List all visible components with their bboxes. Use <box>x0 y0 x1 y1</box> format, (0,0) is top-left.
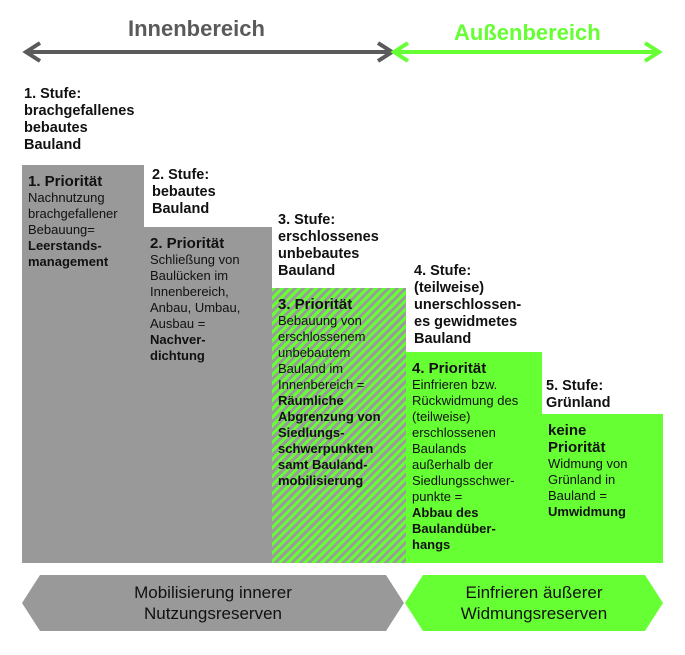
priority-4-block: 4. Priorität Einfrieren bzw. Rückwidmung… <box>406 352 542 563</box>
inner-area-label: Innenbereich <box>128 16 265 41</box>
priority-2-block: 2. Priorität Schließung von Baulücken im… <box>144 227 272 563</box>
priority-3-block: 3. Priorität Bebauung von erschlossenem … <box>272 288 406 563</box>
stage-5-label: 5. Stufe: Grünland <box>546 378 611 411</box>
range-arrows <box>22 41 663 63</box>
stage-3-label: 3. Stufe: erschlossenes unbebautes Baula… <box>278 212 379 279</box>
inner-range-arrow <box>22 41 396 63</box>
stage-1-label: 1. Stufe: brachgefallenes bebautes Baula… <box>24 86 135 153</box>
outer-reserves-banner: Einfrieren äußerer Widmungsreserven <box>405 575 663 631</box>
stage-4-label: 4. Stufe: (teilweise) unerschlossen- es … <box>414 263 522 347</box>
inner-reserves-banner: Mobilisierung innerer Nutzungsreserven <box>22 575 404 631</box>
stage-2-label: 2. Stufe: bebautes Bauland <box>152 167 216 217</box>
outer-range-arrow <box>390 41 663 63</box>
outer-area-label: Außenbereich <box>454 20 601 45</box>
priority-5-block: keine Priorität Widmung von Grünland in … <box>542 414 663 563</box>
priority-1-block: 1. Priorität Nachnutzung brachgefallener… <box>22 165 144 563</box>
